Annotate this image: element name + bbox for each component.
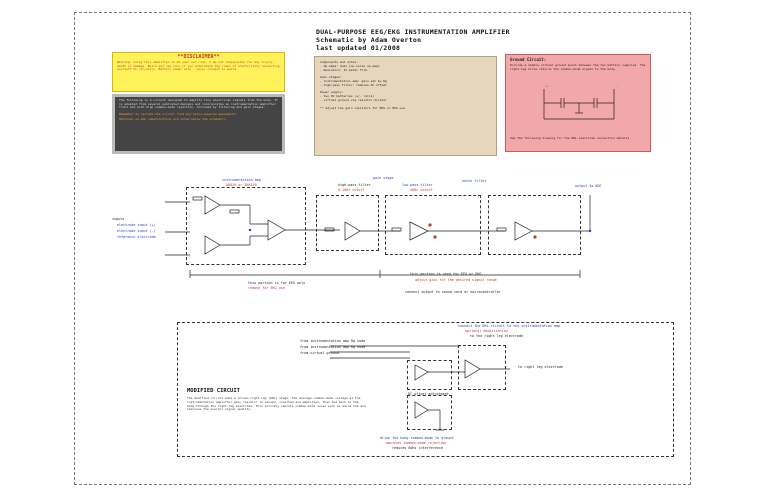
stage-3-frame	[385, 195, 481, 255]
svg-text:+: +	[546, 84, 548, 88]
mod-bottom-note-3: reduces 60Hz interference	[392, 446, 444, 450]
notes-box: The following is a circuit designed to a…	[112, 94, 285, 154]
stage-note-3: this portion is used for EEG or EKG	[410, 272, 482, 276]
ground-circuit-text: Provide a stable virtual ground point be…	[510, 63, 646, 71]
ground-circuit-drawing: + -	[543, 84, 618, 120]
inputs-heading: inputs	[112, 217, 125, 221]
drl-subframe-1	[407, 360, 452, 390]
modified-circuit-title: MODIFIED CIRCUIT	[187, 388, 240, 394]
lp-filter-sublabel: 40Hz cutoff	[410, 188, 433, 192]
stage-1-frame	[186, 187, 306, 265]
drl-subframe-3	[407, 395, 452, 430]
svg-text:-: -	[616, 84, 618, 88]
parts-notes-box: Components and notes: - Op-amps: dual lo…	[314, 56, 497, 156]
stage-note-4: adjust gain for the desired signal range	[415, 278, 497, 282]
mod-sublabel-2: to the right leg electrode	[470, 334, 524, 338]
ground-circuit-box: Ground Circuit: Provide a stable virtual…	[505, 54, 651, 152]
hp-filter-label: high-pass filter	[338, 183, 371, 187]
stage-note-5: connect output to sound card or microcon…	[405, 290, 501, 294]
stage-2-frame	[316, 195, 379, 251]
notes-text: The following is a circuit designed to a…	[119, 98, 278, 110]
input-3-label: reference electrode	[117, 235, 156, 239]
notch-filter-label: notch filter	[462, 179, 487, 183]
lp-filter-label: low-pass filter	[402, 183, 433, 187]
stage-note-2: remove for EKG use	[248, 286, 285, 290]
schematic-sheet-border	[74, 12, 691, 485]
parts-notes-text: Components and notes: - Op-amps: dual lo…	[320, 60, 405, 110]
title-line-3: last updated 01/2008	[316, 44, 401, 52]
title-line-1: DUAL-PURPOSE EEG/EKG INSTRUMENTATION AMP…	[316, 28, 510, 36]
mod-header-label: connect the DRL circuit to the instrumen…	[458, 324, 561, 328]
schematic-title-block: DUAL-PURPOSE EEG/EKG INSTRUMENTATION AMP…	[316, 28, 510, 52]
disclaimer-heading: **DISCLAIMER**	[177, 54, 220, 60]
output-label: output to ADC	[575, 184, 602, 188]
ground-circuit-heading: Ground Circuit:	[510, 57, 547, 62]
mod-input-1: from instrumentation amp Rg node	[300, 339, 366, 343]
drl-subframe-2	[458, 345, 506, 390]
mod-output-label: to right leg electrode	[518, 365, 563, 369]
stage-4-frame	[488, 195, 581, 255]
mod-input-2: from instrumentation amp Rg node	[300, 345, 366, 349]
mod-sublabel: optional modification	[465, 329, 508, 333]
modified-circuit-text: The modified circuit adds a driven-right…	[187, 396, 366, 412]
hp-filter-sublabel: 0.16Hz cutoff	[338, 188, 365, 192]
gain-stage-label: gain stage	[373, 176, 394, 180]
mod-dc-label: DC offset adjustment	[408, 392, 449, 396]
inst-amp-sublabel: AD620 or INA128	[226, 183, 257, 187]
modified-circuit-frame	[177, 322, 674, 457]
stage-note-1: this portion is for EEG only	[248, 281, 306, 285]
notes-orange-2: Optional op-amp substitutions are noted …	[119, 117, 228, 122]
mod-bottom-note-1: drive the body common-mode to ground	[380, 436, 454, 440]
disclaimer-text: Warning: using this amplifier is at your…	[117, 60, 280, 72]
ground-circuit-text-2: See the following drawing for the DRL el…	[510, 136, 632, 140]
input-2-label: electrode input (-)	[117, 229, 156, 233]
input-1-label: electrode input (+)	[117, 223, 156, 227]
mod-input-3: from virtual ground	[300, 351, 339, 355]
inst-amp-label: instrumentation amp	[222, 178, 261, 182]
mod-bottom-note-2: improves common-mode rejection	[385, 441, 447, 445]
disclaimer-box: **DISCLAIMER** Warning: using this ampli…	[112, 52, 285, 92]
title-line-2: Schematic by Adam Overton	[316, 36, 422, 44]
notes-orange-1: Remember to isolate the circuit from any…	[119, 111, 237, 116]
